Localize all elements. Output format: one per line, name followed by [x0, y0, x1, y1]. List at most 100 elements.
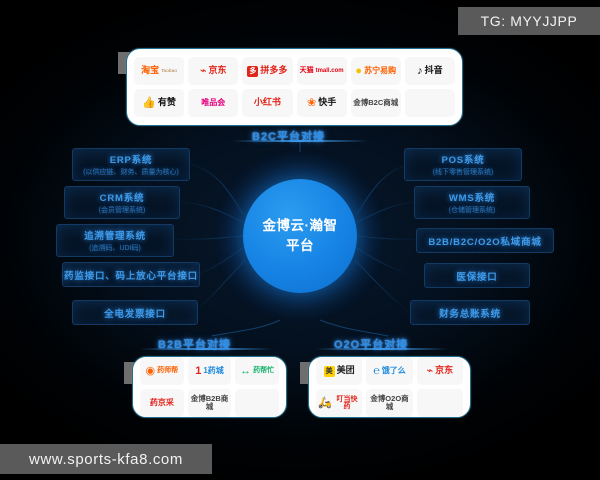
- platform-logo-dingdang[interactable]: 🛵 叮当快药: [316, 389, 363, 417]
- platform-logo-suning[interactable]: ● 苏宁易购: [350, 57, 401, 85]
- b2c-row-2: 👍 有赞 唯品会 小红书 ❀ 快手 金博B2C商城: [133, 89, 456, 117]
- platform-logo-label: 叮当快药: [336, 395, 358, 410]
- platform-logo-youzan[interactable]: 👍 有赞: [133, 89, 185, 117]
- platform-logo-placeholder[interactable]: [404, 89, 456, 117]
- b2c-title-underline: [232, 140, 368, 142]
- platform-logo-tmall[interactable]: 天猫 tmall.com: [296, 57, 347, 85]
- meituan-square-icon: 美: [323, 365, 335, 377]
- platform-logo-label: 拼多多: [260, 65, 288, 76]
- module-title: ERP系统: [109, 155, 153, 166]
- center-platform-label: 金博云·瀚智 平台: [263, 216, 338, 255]
- module-crm[interactable]: CRM系统 (会员管理系统): [64, 186, 180, 219]
- module-private-mall[interactable]: B2B/B2C/O2O私域商城: [416, 228, 554, 253]
- module-title: CRM系统: [99, 193, 145, 204]
- platform-logo-yaobangmang[interactable]: ↔ 药帮忙: [235, 357, 280, 385]
- module-finance-ledger[interactable]: 财务总账系统: [410, 300, 530, 325]
- platform-logo-label: 药帮忙: [253, 367, 275, 375]
- module-title: 全电发票接口: [104, 308, 166, 320]
- platform-logo-vip[interactable]: 唯品会: [188, 89, 239, 117]
- platform-logo-label: 药师帮: [157, 367, 179, 375]
- platform-logo-jd-o2o[interactable]: ⌁ 京东: [416, 357, 463, 385]
- number-one-icon: 1: [195, 364, 202, 377]
- platform-logo-eleme[interactable]: ℮ 饿了么: [366, 357, 413, 385]
- platform-logo-yaoshibang[interactable]: ◉ 药师帮: [140, 357, 184, 385]
- platform-logo-label: 唯品会: [201, 97, 226, 107]
- module-wms[interactable]: WMS系统 (仓储管理系统): [414, 186, 530, 219]
- platform-logo-placeholder[interactable]: [416, 389, 463, 417]
- module-erp[interactable]: ERP系统 (以供应链、财务、质量为核心): [72, 148, 190, 181]
- platform-logo-yaojingcai[interactable]: 药京采: [140, 389, 184, 417]
- o2o-row-2: 🛵 叮当快药 金博O2O商城: [316, 389, 463, 417]
- module-traceability[interactable]: 追溯管理系统 (追溯码、UDI码): [56, 224, 174, 257]
- platform-logo-label: 金博O2O商城: [370, 394, 409, 411]
- platform-logo-kuaishou[interactable]: ❀ 快手: [296, 89, 347, 117]
- module-subtitle: (线下零售管理系统): [432, 169, 494, 176]
- thumbs-up-icon: 👍: [142, 96, 156, 109]
- platform-logo-label: 金博B2C商城: [353, 98, 399, 108]
- platform-logo-label: 京东: [435, 365, 454, 376]
- jd-dog-icon: ⌁: [426, 364, 434, 377]
- center-line-1: 金博云·瀚智: [262, 218, 338, 234]
- o2o-title-underline: [316, 348, 448, 350]
- module-title: 药监接口、码上放心平台接口: [64, 270, 198, 282]
- watermark-bottom-left: www.sports-kfa8.com: [0, 444, 212, 474]
- module-title: 财务总账系统: [439, 308, 501, 320]
- module-title: 追溯管理系统: [84, 231, 146, 242]
- pdd-square-icon: 多: [247, 65, 259, 77]
- module-drug-admin-interface[interactable]: 药监接口、码上放心平台接口: [62, 262, 200, 287]
- module-title: 医保接口: [456, 271, 498, 283]
- watermark-top-right: TG: MYYJJPP: [458, 7, 600, 35]
- douyin-note-icon: ♪: [417, 64, 423, 77]
- platform-logo-meituan[interactable]: 美 美团: [316, 357, 363, 385]
- module-title: WMS系统: [448, 193, 496, 204]
- suning-lion-icon: ●: [355, 64, 363, 77]
- platform-logo-label: 美团: [336, 365, 355, 376]
- platform-logo-pinduoduo[interactable]: 多 拼多多: [242, 57, 293, 85]
- platform-logo-label: 有赞: [157, 97, 176, 108]
- platform-logo-111yao[interactable]: 1 1药城: [187, 357, 232, 385]
- b2c-platform-panel[interactable]: 淘宝 Taobao ⌁ 京东 多 拼多多 天猫 tmall.com ● 苏宁易购…: [126, 48, 463, 126]
- platform-logo-label: 药京采: [149, 397, 174, 407]
- yaobangmang-icon: ↔: [240, 364, 252, 377]
- platform-logo-jinbo-b2c[interactable]: 金博B2C商城: [350, 89, 401, 117]
- platform-logo-label: 小红书: [253, 97, 281, 108]
- platform-logo-label: 抖音: [424, 65, 443, 76]
- platform-logo-taobao[interactable]: 淘宝 Taobao: [133, 57, 185, 85]
- platform-logo-label: 苏宁易购: [364, 65, 397, 75]
- center-line-2: 平台: [286, 238, 314, 253]
- platform-logo-label: 饿了么: [381, 365, 406, 375]
- scooter-icon: 🛵: [318, 396, 332, 409]
- platform-logo-jd[interactable]: ⌁ 京东: [188, 57, 239, 85]
- o2o-row-1: 美 美团 ℮ 饿了么 ⌁ 京东: [316, 357, 463, 385]
- platform-logo-label: 1药城: [203, 365, 224, 375]
- b2b-platform-panel[interactable]: ◉ 药师帮 1 1药城 ↔ 药帮忙 药京采 金博B2B商城: [132, 356, 287, 418]
- platform-logo-placeholder[interactable]: [235, 389, 280, 417]
- o2o-platform-panel[interactable]: 美 美团 ℮ 饿了么 ⌁ 京东 🛵 叮当快药 金博O2O商城: [308, 356, 471, 418]
- eleme-icon: ℮: [373, 364, 380, 377]
- platform-logo-sublabel: tmall.com: [315, 67, 344, 74]
- module-subtitle: (会员管理系统): [98, 207, 146, 214]
- platform-logo-label: 淘宝: [141, 65, 160, 76]
- platform-logo-label: 京东: [208, 65, 227, 76]
- b2b-title-underline: [140, 348, 272, 350]
- module-subtitle: (仓储管理系统): [448, 207, 496, 214]
- jd-dog-icon: ⌁: [199, 64, 207, 77]
- module-medical-insurance-interface[interactable]: 医保接口: [424, 263, 530, 288]
- b2c-row-1: 淘宝 Taobao ⌁ 京东 多 拼多多 天猫 tmall.com ● 苏宁易购…: [133, 57, 456, 85]
- b2b-row-2: 药京采 金博B2B商城: [140, 389, 280, 417]
- module-pos[interactable]: POS系统 (线下零售管理系统): [404, 148, 522, 181]
- platform-logo-jinbo-o2o[interactable]: 金博O2O商城: [366, 389, 413, 417]
- platform-logo-sublabel: Taobao: [161, 67, 178, 73]
- yaoshibang-icon: ◉: [145, 364, 156, 377]
- platform-logo-label: 金博B2B商城: [190, 394, 229, 411]
- b2c-section-title: B2C平台对接: [252, 131, 326, 143]
- module-e-invoice-interface[interactable]: 全电发票接口: [72, 300, 198, 325]
- platform-logo-douyin[interactable]: ♪ 抖音: [404, 57, 456, 85]
- platform-logo-xiaohongshu[interactable]: 小红书: [242, 89, 293, 117]
- center-platform-node[interactable]: 金博云·瀚智 平台: [243, 179, 357, 293]
- kuaishou-icon: ❀: [306, 96, 317, 109]
- module-subtitle: (以供应链、财务、质量为核心): [83, 169, 179, 176]
- platform-logo-jinbo-b2b[interactable]: 金博B2B商城: [187, 389, 232, 417]
- b2b-section-title: B2B平台对接: [158, 339, 232, 351]
- b2b-row-1: ◉ 药师帮 1 1药城 ↔ 药帮忙: [140, 357, 280, 385]
